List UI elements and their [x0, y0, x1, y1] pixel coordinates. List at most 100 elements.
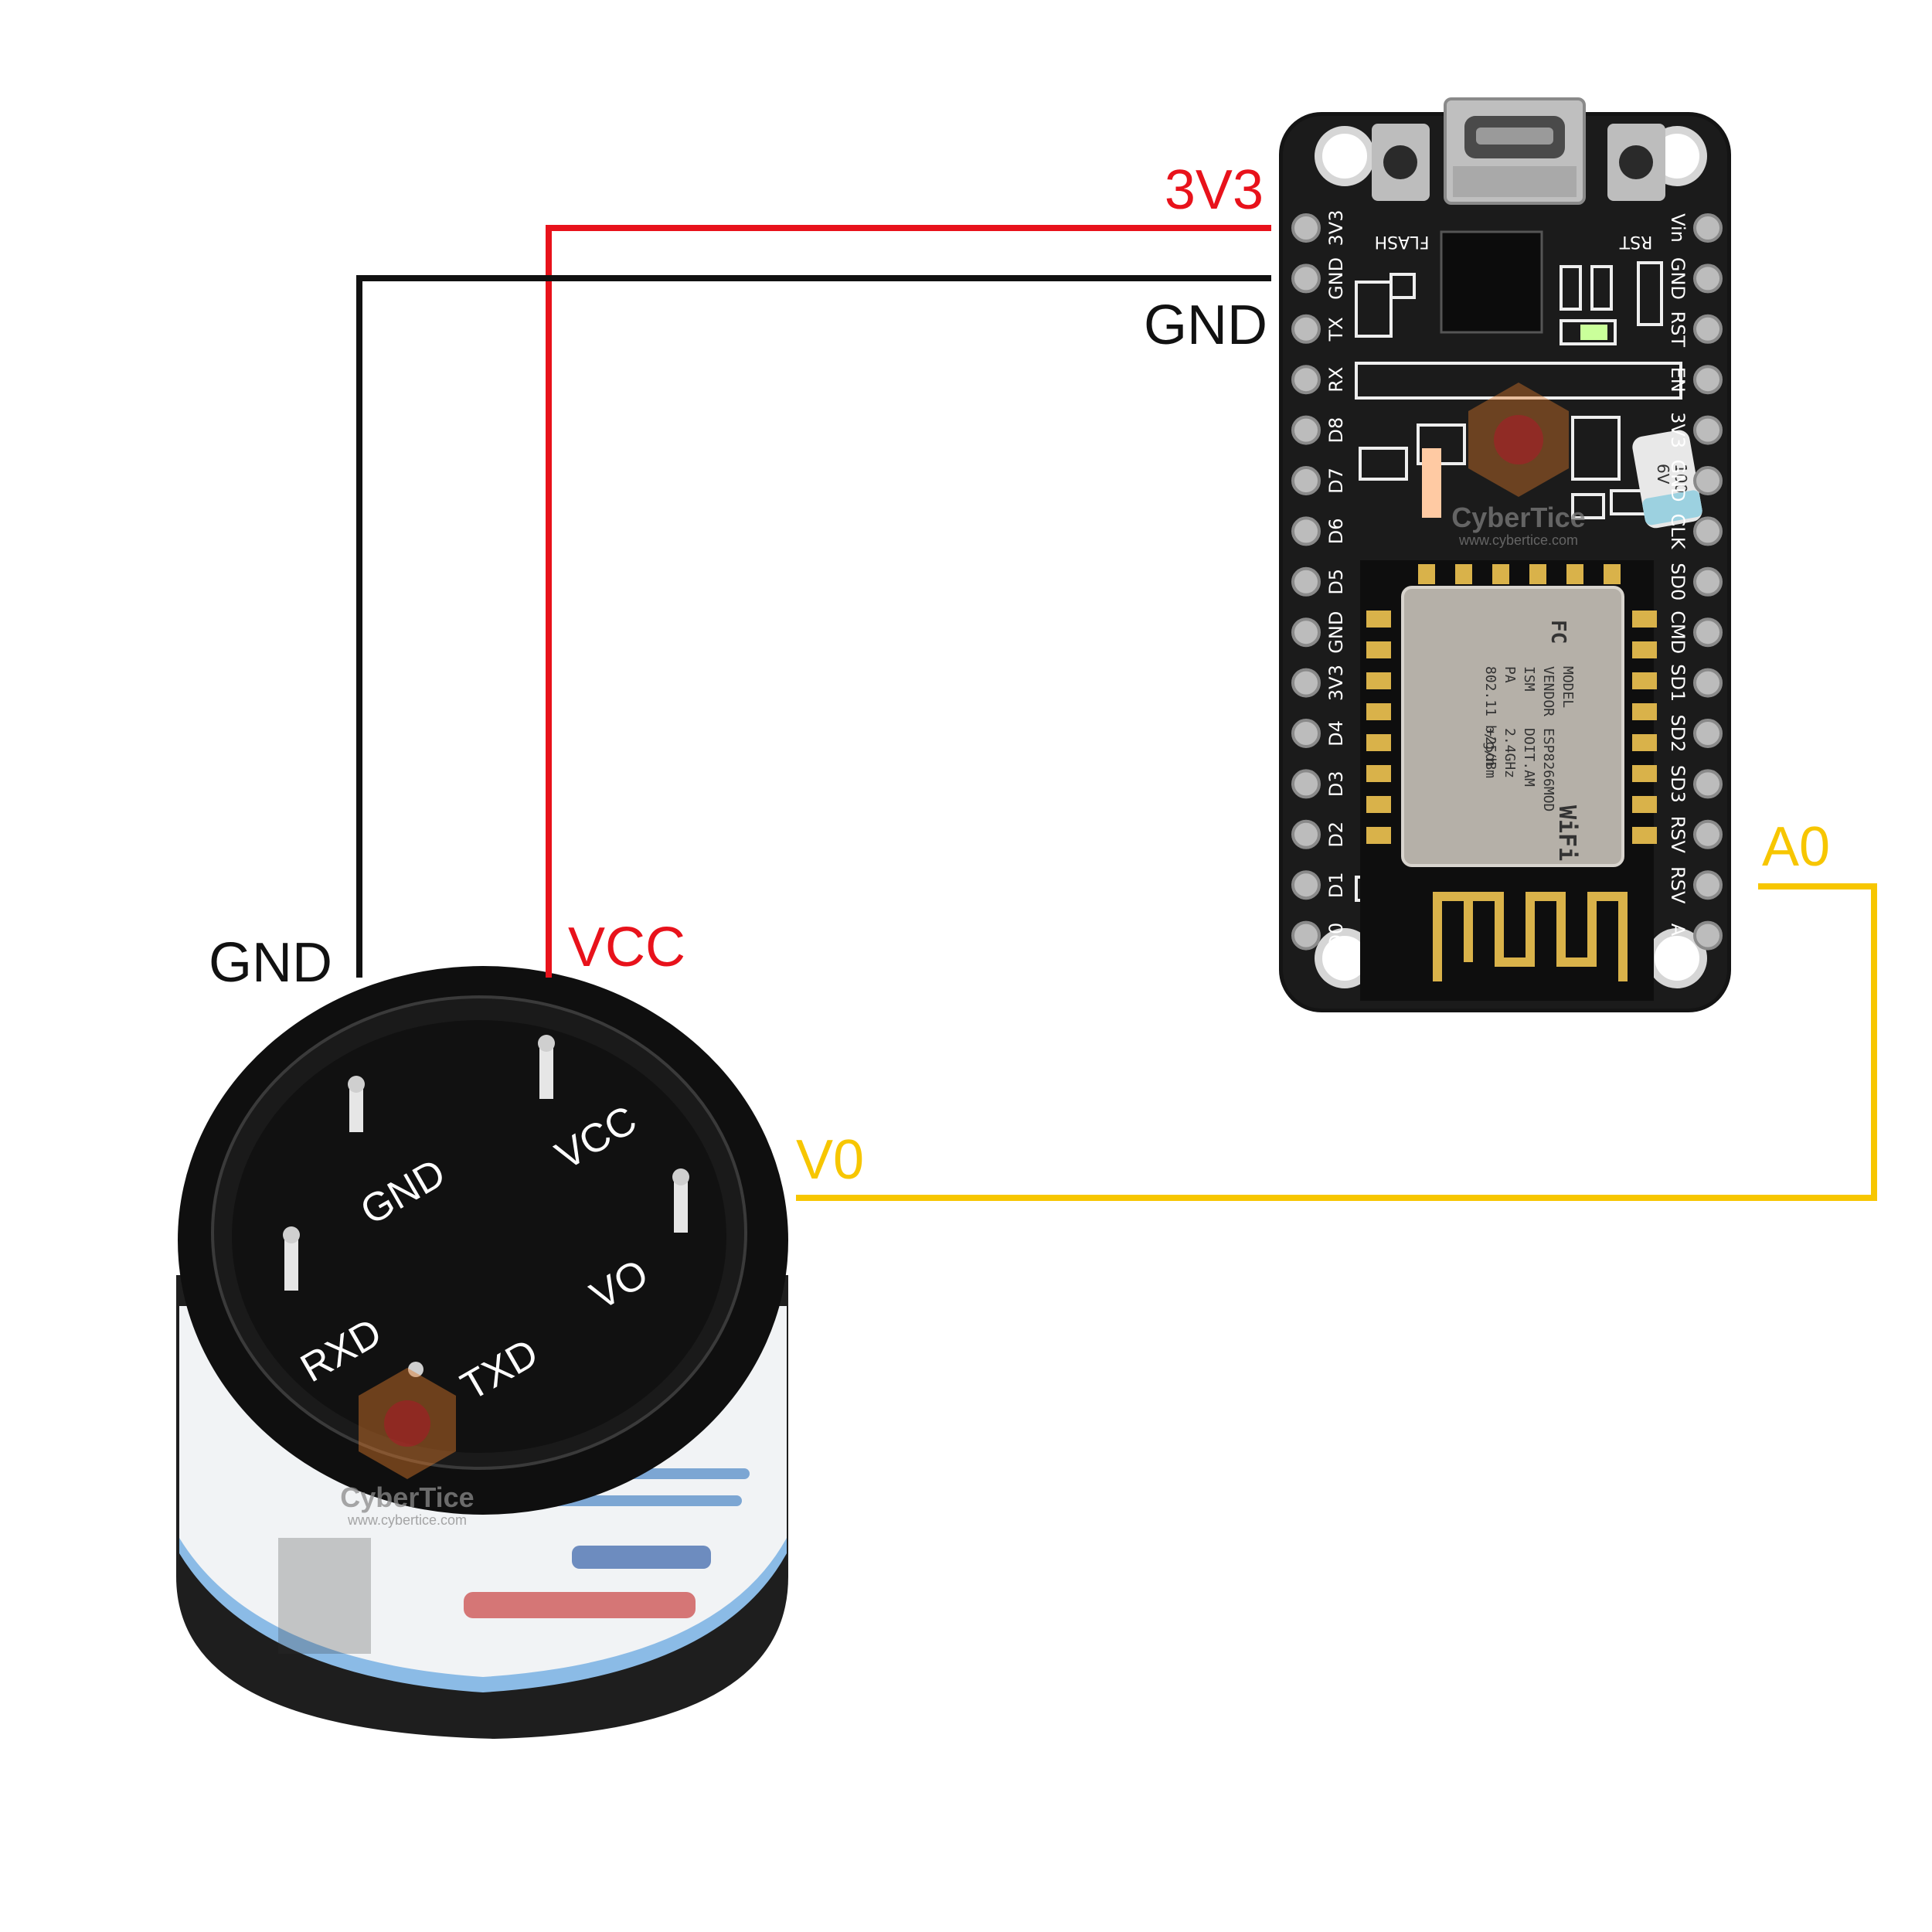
right-pin-label: 3V3: [1667, 412, 1689, 448]
wire-vcc-3v3: [546, 225, 1271, 978]
watermark-url: www.cybertice.com: [1458, 532, 1578, 548]
left-header-pin: [1291, 415, 1321, 445]
label-sensor-v0: V0: [796, 1129, 864, 1191]
module-pad: [1632, 641, 1657, 658]
left-header-pin: [1291, 365, 1321, 395]
left-header-pin: [1291, 769, 1321, 799]
module-wifi-logo: WiFi: [1553, 805, 1580, 861]
module-pad: [1604, 564, 1621, 584]
module-pad: [1492, 564, 1509, 584]
right-header: VinGNDRSTEN3V3GNDCLKSD0CMDSD1SD2SD3RSVRS…: [1667, 213, 1723, 951]
left-pin-label: D2: [1325, 821, 1347, 848]
module-pad: [1366, 765, 1391, 782]
right-header-pin: [1693, 769, 1723, 799]
label-board-3v3: 3V3: [1165, 159, 1264, 221]
left-pin-label: GND: [1325, 611, 1347, 654]
left-pin-label: D8: [1325, 417, 1347, 444]
module-pad: [1366, 796, 1391, 813]
left-header-pin: [1291, 668, 1321, 698]
right-header-pin: [1693, 566, 1723, 597]
module-value-pa: +25dBm: [1482, 728, 1498, 778]
right-pin-label: RST: [1667, 311, 1689, 348]
mounting-hole: [1315, 126, 1375, 186]
right-pin-label: SD3: [1667, 765, 1689, 803]
watermark-url-sensor: www.cybertice.com: [347, 1512, 467, 1528]
left-header-pin: [1291, 516, 1321, 546]
right-pin-label: GND: [1667, 459, 1689, 502]
led: [1580, 325, 1607, 340]
flash-label: FLASH: [1375, 232, 1430, 251]
module-pad: [1366, 672, 1391, 689]
module-shield: [1401, 586, 1624, 867]
left-pin-label: D0: [1325, 923, 1347, 949]
right-header-pin: [1693, 213, 1723, 243]
module-pad: [1632, 611, 1657, 628]
module-line-pa: PA: [1502, 666, 1518, 683]
voltage-regulator: [1422, 448, 1441, 518]
sensor-pin-txd: [408, 1362, 423, 1377]
left-pin-label: RX: [1325, 367, 1347, 393]
left-header-pin: [1291, 819, 1321, 849]
sensor-pin-rxd: [283, 1226, 300, 1291]
right-header-pin: [1693, 719, 1723, 748]
right-pin-label: RSV: [1667, 866, 1689, 904]
label-board-gnd: GND: [1144, 294, 1267, 356]
left-pin-label: D7: [1325, 468, 1347, 494]
left-pin-label: D5: [1325, 569, 1347, 595]
left-pin-label: GND: [1325, 257, 1347, 300]
right-header-pin: [1693, 415, 1723, 445]
module-pad: [1632, 734, 1657, 751]
electrolytic-capacitor: 100 6V: [1632, 430, 1702, 529]
sensor-pin-vo: [672, 1168, 689, 1233]
module-line-std: 802.11 b/g/n: [1482, 666, 1498, 767]
module-pad: [1455, 564, 1472, 584]
label-sensor-gnd: GND: [209, 932, 332, 994]
smd-components: [1355, 261, 1682, 902]
left-header-pin: [1291, 719, 1321, 748]
left-header-pin: [1291, 870, 1321, 900]
module-pad: [1632, 672, 1657, 689]
rst-label: RST: [1619, 232, 1652, 251]
wire-gnd: [356, 275, 1271, 978]
cybertice-watermark: CyberTice www.cybertice.com: [1451, 383, 1586, 548]
wire-v0-a0: [796, 883, 1877, 1201]
right-header-pin: [1693, 314, 1723, 344]
right-pin-label: EN: [1667, 367, 1689, 393]
module-pad: [1632, 703, 1657, 720]
right-header-pin: [1693, 617, 1723, 648]
right-header-pin: [1693, 668, 1723, 698]
left-pin-label: D3: [1325, 771, 1347, 798]
module-value-vendor: DOIT.AM: [1521, 728, 1537, 787]
right-pin-label: RSV: [1667, 816, 1689, 854]
right-pin-label: GND: [1667, 257, 1689, 300]
rst-button: [1607, 124, 1665, 201]
watermark-brand: CyberTice: [1451, 502, 1585, 533]
module-pad: [1566, 564, 1583, 584]
module-pad: [1632, 827, 1657, 844]
flash-button: [1372, 124, 1430, 201]
esp8266-module: FC MODEL VENDOR ISM PA 802.11 b/g/n ESP8…: [1360, 560, 1657, 1001]
right-header-pin: [1693, 365, 1723, 395]
module-pad: [1366, 827, 1391, 844]
right-header-pin: [1693, 466, 1723, 495]
module-pad: [1632, 796, 1657, 813]
module-pad: [1366, 641, 1391, 658]
module-line-vendor: VENDOR: [1540, 666, 1556, 716]
pcb-antenna: [1433, 892, 1628, 981]
usb-connector: [1444, 97, 1586, 205]
right-pin-label: CLK: [1667, 513, 1689, 549]
left-pin-label: TX: [1325, 317, 1347, 342]
module-pad: [1366, 611, 1391, 628]
right-header-pin: [1693, 870, 1723, 900]
right-pin-label: CMD: [1667, 611, 1689, 654]
cap-marking-value: 100: [1672, 464, 1690, 493]
module-line-ism: ISM: [1521, 666, 1537, 692]
module-pad: [1632, 765, 1657, 782]
module-fc: FC: [1546, 620, 1570, 644]
left-header-pin: [1291, 466, 1321, 495]
right-header-pin: [1693, 264, 1723, 294]
right-pin-label: A0: [1667, 923, 1689, 948]
module-value-ism: 2.4GHz: [1502, 728, 1518, 778]
module-line-model: MODEL: [1560, 666, 1576, 708]
